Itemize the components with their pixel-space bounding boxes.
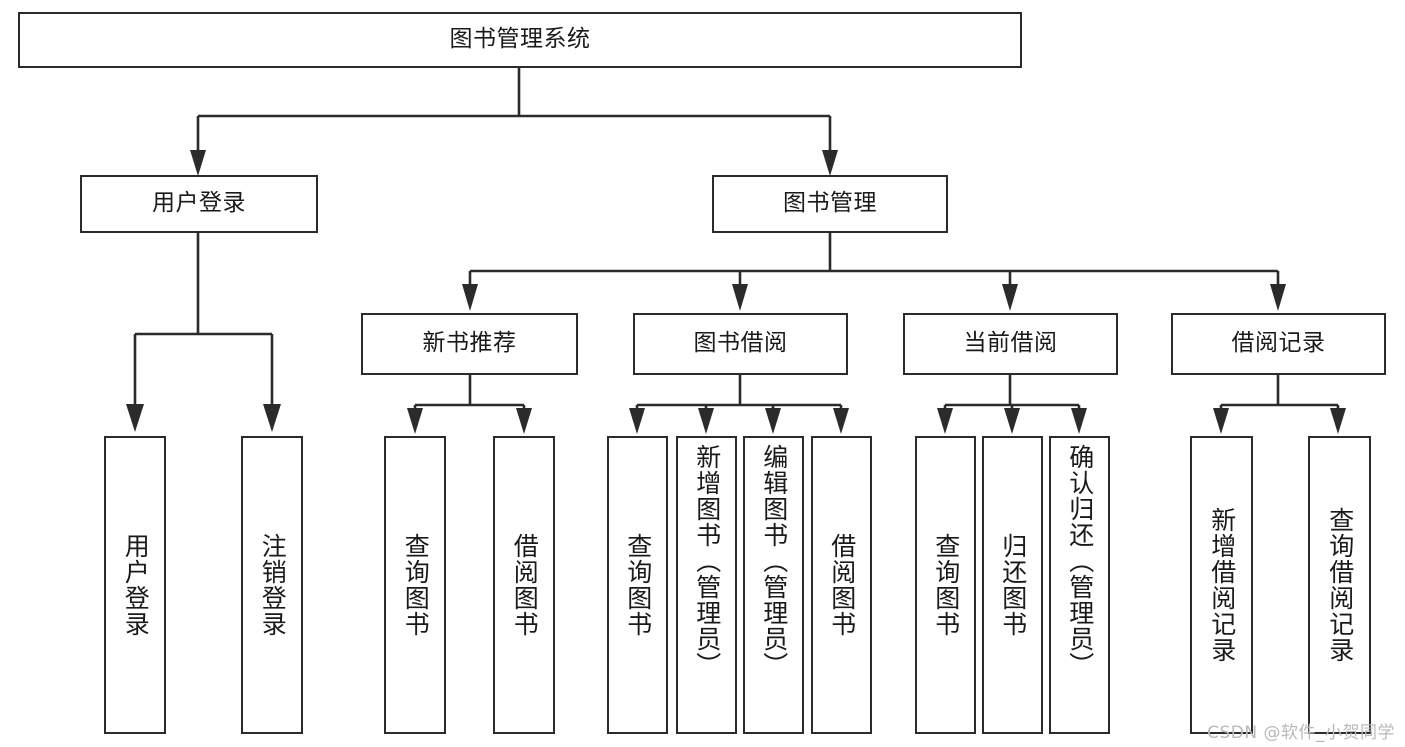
arrowhead-leaf-confirm-return (1071, 408, 1087, 434)
node-leaf-edit-book[interactable]: 编辑图书（管理员） (743, 436, 804, 734)
arrowhead-leaf-edit-book (765, 408, 781, 434)
node-new-book-recommend-label: 新书推荐 (422, 330, 517, 357)
node-book-management-label: 图书管理 (783, 190, 877, 217)
node-book-borrow-label: 图书借阅 (693, 330, 788, 357)
node-leaf-return-book[interactable]: 归还图书 (982, 436, 1043, 734)
node-root[interactable]: 图书管理系统 (18, 12, 1022, 68)
node-leaf-add-book[interactable]: 新增图书（管理员） (676, 436, 737, 734)
node-leaf-query-book-3[interactable]: 查询图书 (915, 436, 976, 734)
arrowhead-new-book-recommend (462, 284, 478, 311)
node-borrow-record[interactable]: 借阅记录 (1171, 313, 1386, 375)
node-leaf-borrow-book-2[interactable]: 借阅图书 (811, 436, 872, 734)
node-leaf-user-login-label: 用户登录 (121, 533, 151, 637)
node-user-login-label: 用户登录 (152, 190, 246, 217)
node-book-management[interactable]: 图书管理 (712, 175, 948, 233)
node-leaf-query-borrow-record-label: 查询借阅记录 (1325, 507, 1355, 663)
node-leaf-add-borrow-record-label: 新增借阅记录 (1207, 507, 1237, 663)
arrowhead-leaf-query-book-2 (629, 408, 645, 434)
node-leaf-user-login[interactable]: 用户登录 (104, 436, 166, 734)
node-leaf-confirm-return[interactable]: 确认归还（管理员） (1049, 436, 1110, 734)
node-leaf-query-book-1-label: 查询图书 (401, 533, 431, 637)
node-leaf-add-book-label: 新增图书（管理员） (692, 444, 722, 678)
arrowhead-leaf-query-book-3 (937, 408, 953, 434)
arrowhead-leaf-user-login (126, 404, 144, 432)
csdn-watermark: CSDN @软件_小贺同学 (1207, 723, 1395, 743)
node-leaf-query-book-3-label: 查询图书 (931, 533, 961, 637)
node-leaf-query-book-2-label: 查询图书 (623, 533, 653, 637)
arrowhead-leaf-add-borrow-record (1213, 408, 1229, 434)
node-current-borrow[interactable]: 当前借阅 (903, 313, 1118, 375)
node-book-borrow[interactable]: 图书借阅 (633, 313, 848, 375)
node-leaf-query-book-2[interactable]: 查询图书 (607, 436, 668, 734)
arrowhead-leaf-return-book (1004, 408, 1020, 434)
arrowhead-leaf-borrow-book-1 (516, 408, 532, 434)
arrowhead-borrow-record (1270, 284, 1286, 311)
node-new-book-recommend[interactable]: 新书推荐 (361, 313, 578, 375)
node-user-login[interactable]: 用户登录 (80, 175, 318, 233)
node-leaf-add-borrow-record[interactable]: 新增借阅记录 (1190, 436, 1253, 734)
arrowhead-book-management (822, 150, 838, 176)
arrowhead-current-borrow (1002, 284, 1018, 311)
node-leaf-borrow-book-1[interactable]: 借阅图书 (493, 436, 555, 734)
node-leaf-borrow-book-2-label: 借阅图书 (827, 533, 857, 637)
node-leaf-return-book-label: 归还图书 (998, 533, 1028, 637)
arrowhead-book-borrow (732, 284, 748, 311)
arrowhead-leaf-add-book (698, 408, 714, 434)
arrowhead-leaf-logout-login (263, 404, 281, 432)
node-current-borrow-label: 当前借阅 (963, 330, 1058, 357)
node-leaf-borrow-book-1-label: 借阅图书 (510, 533, 540, 637)
node-leaf-edit-book-label: 编辑图书（管理员） (759, 444, 789, 678)
arrowhead-leaf-borrow-book-2 (833, 408, 849, 434)
arrowhead-leaf-query-book-1 (407, 408, 423, 434)
node-leaf-confirm-return-label: 确认归还（管理员） (1065, 444, 1095, 678)
node-leaf-query-borrow-record[interactable]: 查询借阅记录 (1308, 436, 1371, 734)
node-leaf-query-book-1[interactable]: 查询图书 (384, 436, 446, 734)
node-leaf-logout-login[interactable]: 注销登录 (241, 436, 303, 734)
node-leaf-logout-login-label: 注销登录 (258, 533, 288, 637)
arrowhead-leaf-query-borrow-record (1330, 408, 1346, 434)
node-root-label: 图书管理系统 (449, 26, 591, 53)
arrowhead-user-login (190, 150, 206, 176)
node-borrow-record-label: 借阅记录 (1231, 330, 1326, 357)
